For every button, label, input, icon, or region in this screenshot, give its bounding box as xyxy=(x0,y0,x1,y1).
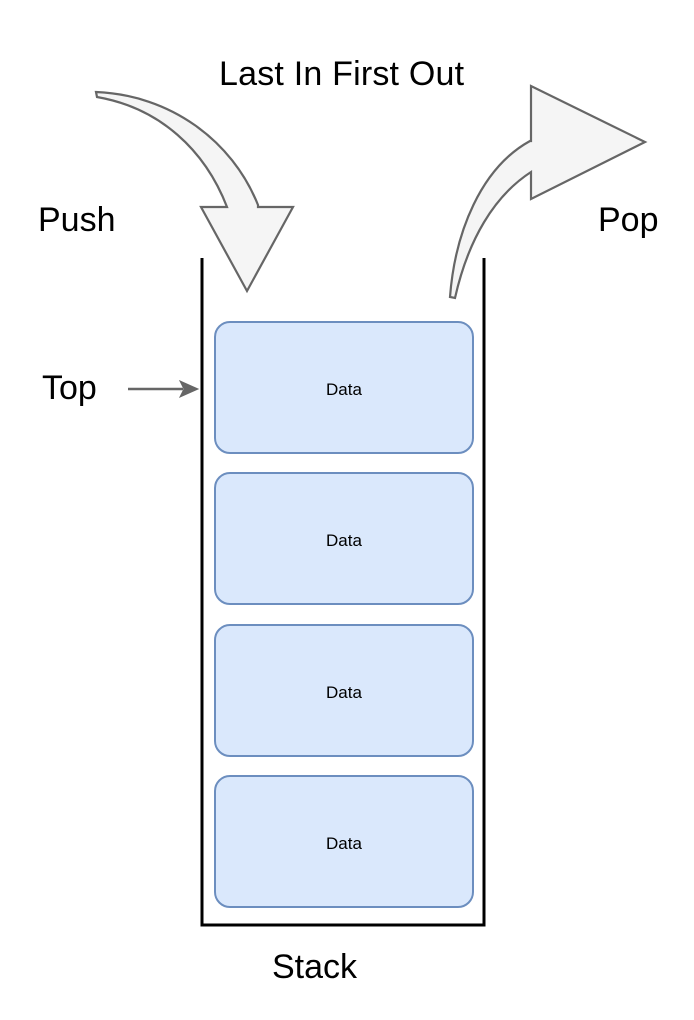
stack-element-label: Data xyxy=(326,531,362,550)
stack-element-label: Data xyxy=(326,683,362,702)
stack-element-boxes xyxy=(214,321,474,908)
stack-element-box[interactable] xyxy=(214,775,474,908)
stack-element-box[interactable] xyxy=(214,624,474,757)
stack-caption: Stack xyxy=(272,948,358,986)
stack-element-box[interactable] xyxy=(214,321,474,454)
push-label: Push xyxy=(38,201,116,239)
stack-element-label: Data xyxy=(326,834,362,853)
top-label: Top xyxy=(42,369,97,407)
diagram-title: Last In First Out xyxy=(219,55,465,93)
stack-element-box[interactable] xyxy=(214,472,474,605)
push-arrow-icon xyxy=(94,90,295,294)
stack-element-label: Data xyxy=(326,380,362,399)
top-pointer-right-arrow-icon xyxy=(128,379,200,399)
pop-label: Pop xyxy=(598,201,659,239)
pop-arrow-icon xyxy=(448,84,648,300)
stack-container-outline xyxy=(200,258,486,927)
